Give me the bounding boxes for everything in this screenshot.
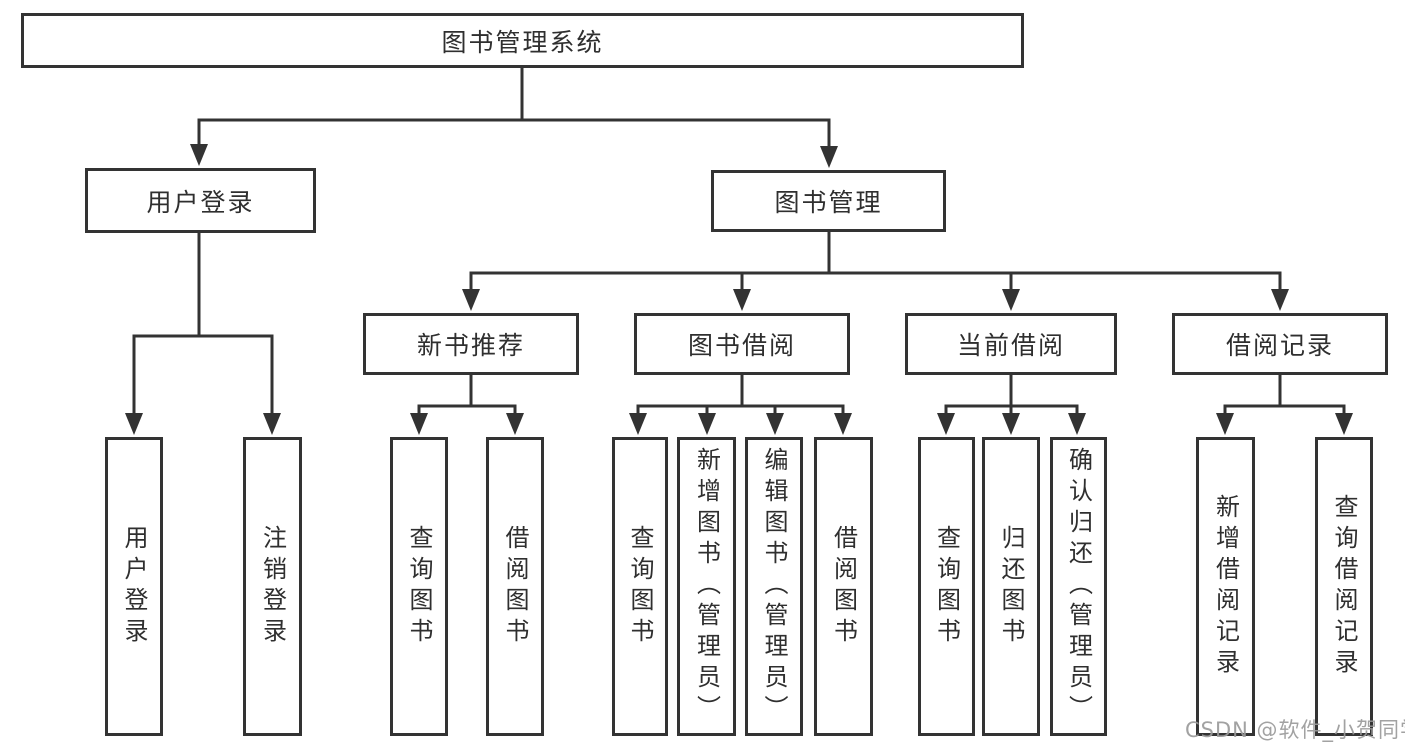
leaf-bb-query-books: 查询图书 xyxy=(612,437,668,736)
leaf-cb-confirm-return-admin: 确认归还（管理员） xyxy=(1050,437,1107,736)
node-book-management: 图书管理 xyxy=(711,170,946,232)
leaf-nbr-borrow-books: 借阅图书 xyxy=(486,437,544,736)
leaf-bb-edit-books-admin: 编辑图书（管理员） xyxy=(745,437,803,736)
node-user-login: 用户登录 xyxy=(85,168,316,233)
node-current-borrowing: 当前借阅 xyxy=(905,313,1117,375)
node-borrowing-records: 借阅记录 xyxy=(1172,313,1388,375)
watermark-text: CSDN @软件_小贺同学 xyxy=(1185,718,1405,742)
leaf-cb-return-books: 归还图书 xyxy=(982,437,1040,736)
arrowheads xyxy=(125,144,1353,435)
leaf-br-add-borrow-record: 新增借阅记录 xyxy=(1196,437,1255,736)
leaf-br-query-borrow-record: 查询借阅记录 xyxy=(1315,437,1373,736)
leaf-bb-add-books-admin: 新增图书（管理员） xyxy=(677,437,736,736)
leaf-cb-query-books: 查询图书 xyxy=(918,437,975,736)
leaf-user-login: 用户登录 xyxy=(105,437,163,736)
node-book-borrowing: 图书借阅 xyxy=(634,313,850,375)
leaf-nbr-query-books: 查询图书 xyxy=(390,437,448,736)
leaf-bb-borrow-books: 借阅图书 xyxy=(814,437,873,736)
node-library-management-system: 图书管理系统 xyxy=(21,13,1024,68)
node-new-book-recommend: 新书推荐 xyxy=(363,313,579,375)
leaf-logout: 注销登录 xyxy=(243,437,302,736)
